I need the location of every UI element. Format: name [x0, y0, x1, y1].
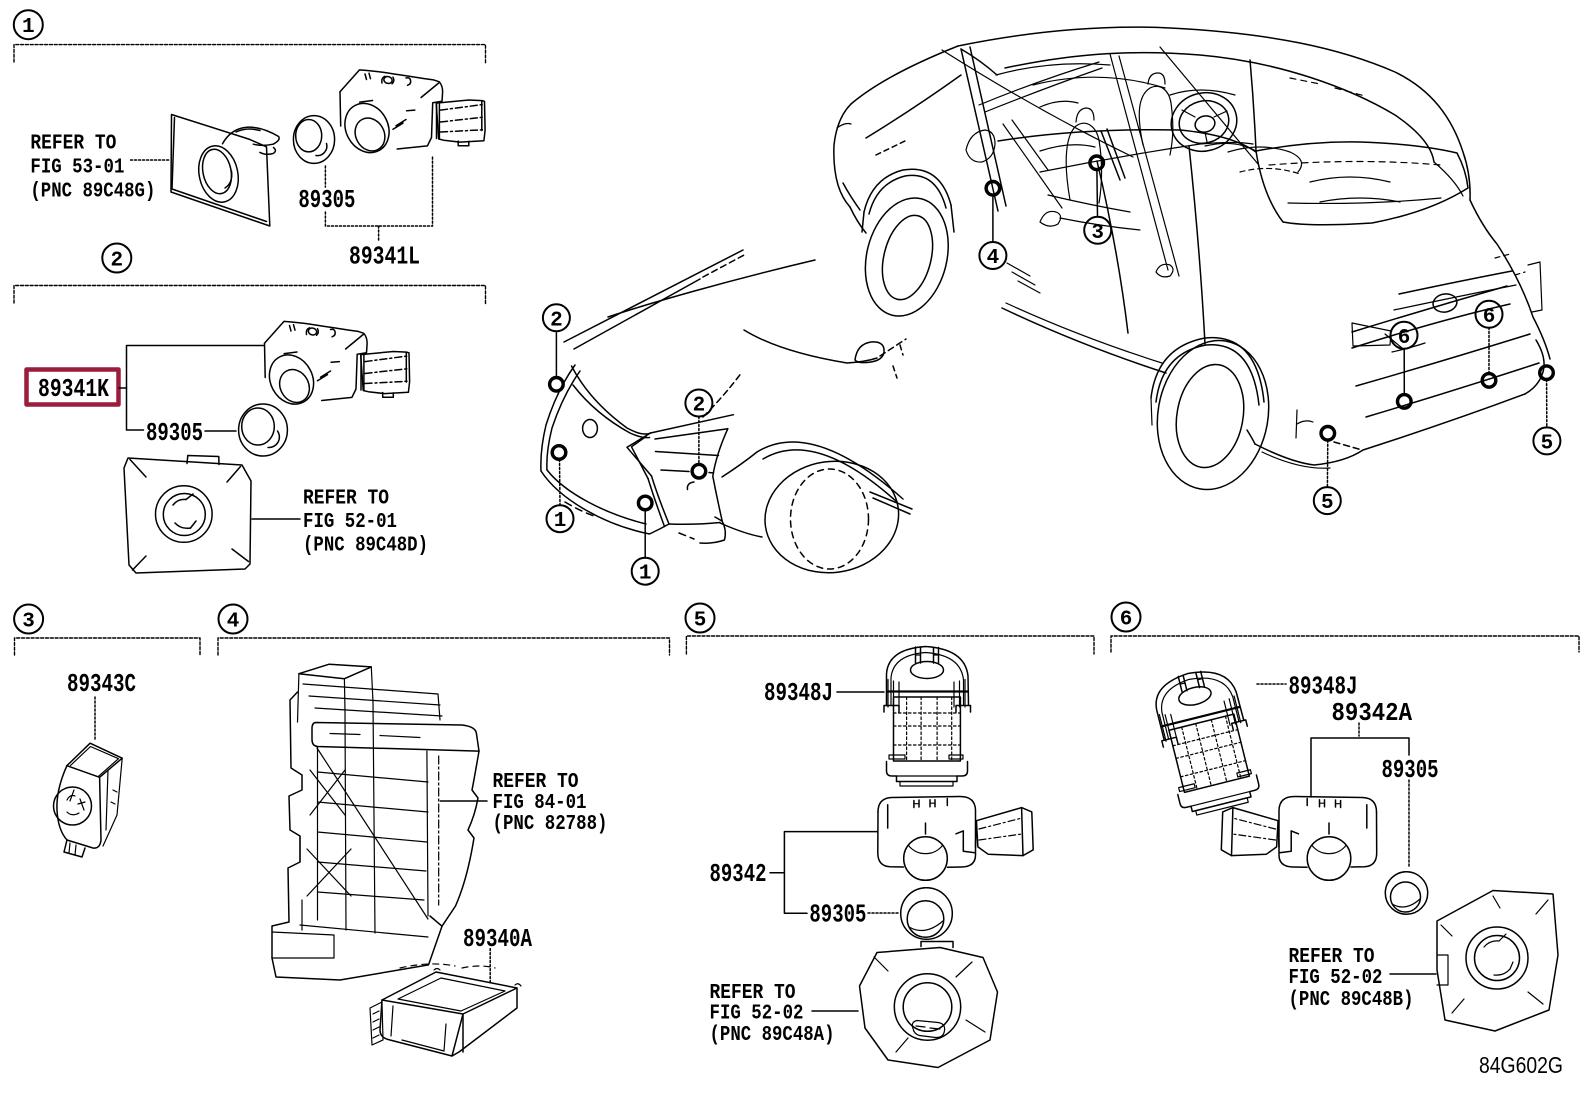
svg-text:1: 1 — [554, 510, 567, 533]
svg-text:2: 2 — [693, 395, 706, 418]
svg-text:6: 6 — [1120, 609, 1133, 632]
svg-text:89342: 89342 — [710, 859, 767, 889]
svg-text:(PNC 89C48D): (PNC 89C48D) — [303, 535, 428, 558]
svg-text:4: 4 — [227, 611, 240, 634]
svg-text:REFER TO: REFER TO — [30, 133, 116, 156]
svg-text:(PNC 82788): (PNC 82788) — [493, 813, 608, 836]
svg-text:1: 1 — [639, 563, 652, 586]
svg-text:2: 2 — [110, 250, 123, 273]
svg-text:3: 3 — [22, 611, 35, 634]
svg-text:REFER TO: REFER TO — [710, 982, 796, 1005]
svg-text:(PNC 89C48G): (PNC 89C48G) — [30, 181, 155, 204]
svg-text:89305: 89305 — [298, 185, 355, 215]
svg-text:FIG 84-01: FIG 84-01 — [493, 792, 587, 815]
svg-text:(PNC 89C48B): (PNC 89C48B) — [1289, 989, 1414, 1012]
svg-text:89305: 89305 — [146, 418, 203, 448]
svg-text:FIG 52-02: FIG 52-02 — [1289, 967, 1383, 990]
svg-text:6: 6 — [1483, 306, 1496, 329]
svg-text:FIG 53-01: FIG 53-01 — [30, 157, 124, 180]
svg-text:5: 5 — [694, 610, 707, 633]
svg-text:5: 5 — [1541, 432, 1554, 455]
svg-text:FIG 52-01: FIG 52-01 — [303, 511, 397, 534]
svg-text:89348J: 89348J — [764, 678, 833, 708]
svg-text:3: 3 — [1091, 222, 1104, 245]
svg-text:2: 2 — [550, 309, 563, 332]
svg-text:5: 5 — [1321, 492, 1334, 515]
svg-text:(PNC 89C48A): (PNC 89C48A) — [710, 1024, 835, 1047]
svg-text:89340A: 89340A — [463, 924, 532, 954]
svg-text:84G602G: 84G602G — [1479, 1052, 1563, 1078]
svg-text:1: 1 — [22, 16, 35, 39]
svg-text:FIG 52-02: FIG 52-02 — [710, 1003, 804, 1026]
svg-text:REFER TO: REFER TO — [493, 771, 579, 794]
svg-text:89341K: 89341K — [38, 374, 109, 404]
svg-text:REFER TO: REFER TO — [303, 488, 389, 511]
svg-text:REFER TO: REFER TO — [1289, 946, 1375, 969]
svg-text:89343C: 89343C — [67, 669, 136, 699]
svg-text:4: 4 — [987, 247, 1000, 270]
svg-text:89342A: 89342A — [1332, 698, 1413, 728]
svg-text:89305: 89305 — [1382, 755, 1439, 785]
svg-text:89341L: 89341L — [349, 241, 420, 271]
svg-text:89348J: 89348J — [1289, 672, 1358, 702]
svg-text:89305: 89305 — [809, 900, 866, 930]
